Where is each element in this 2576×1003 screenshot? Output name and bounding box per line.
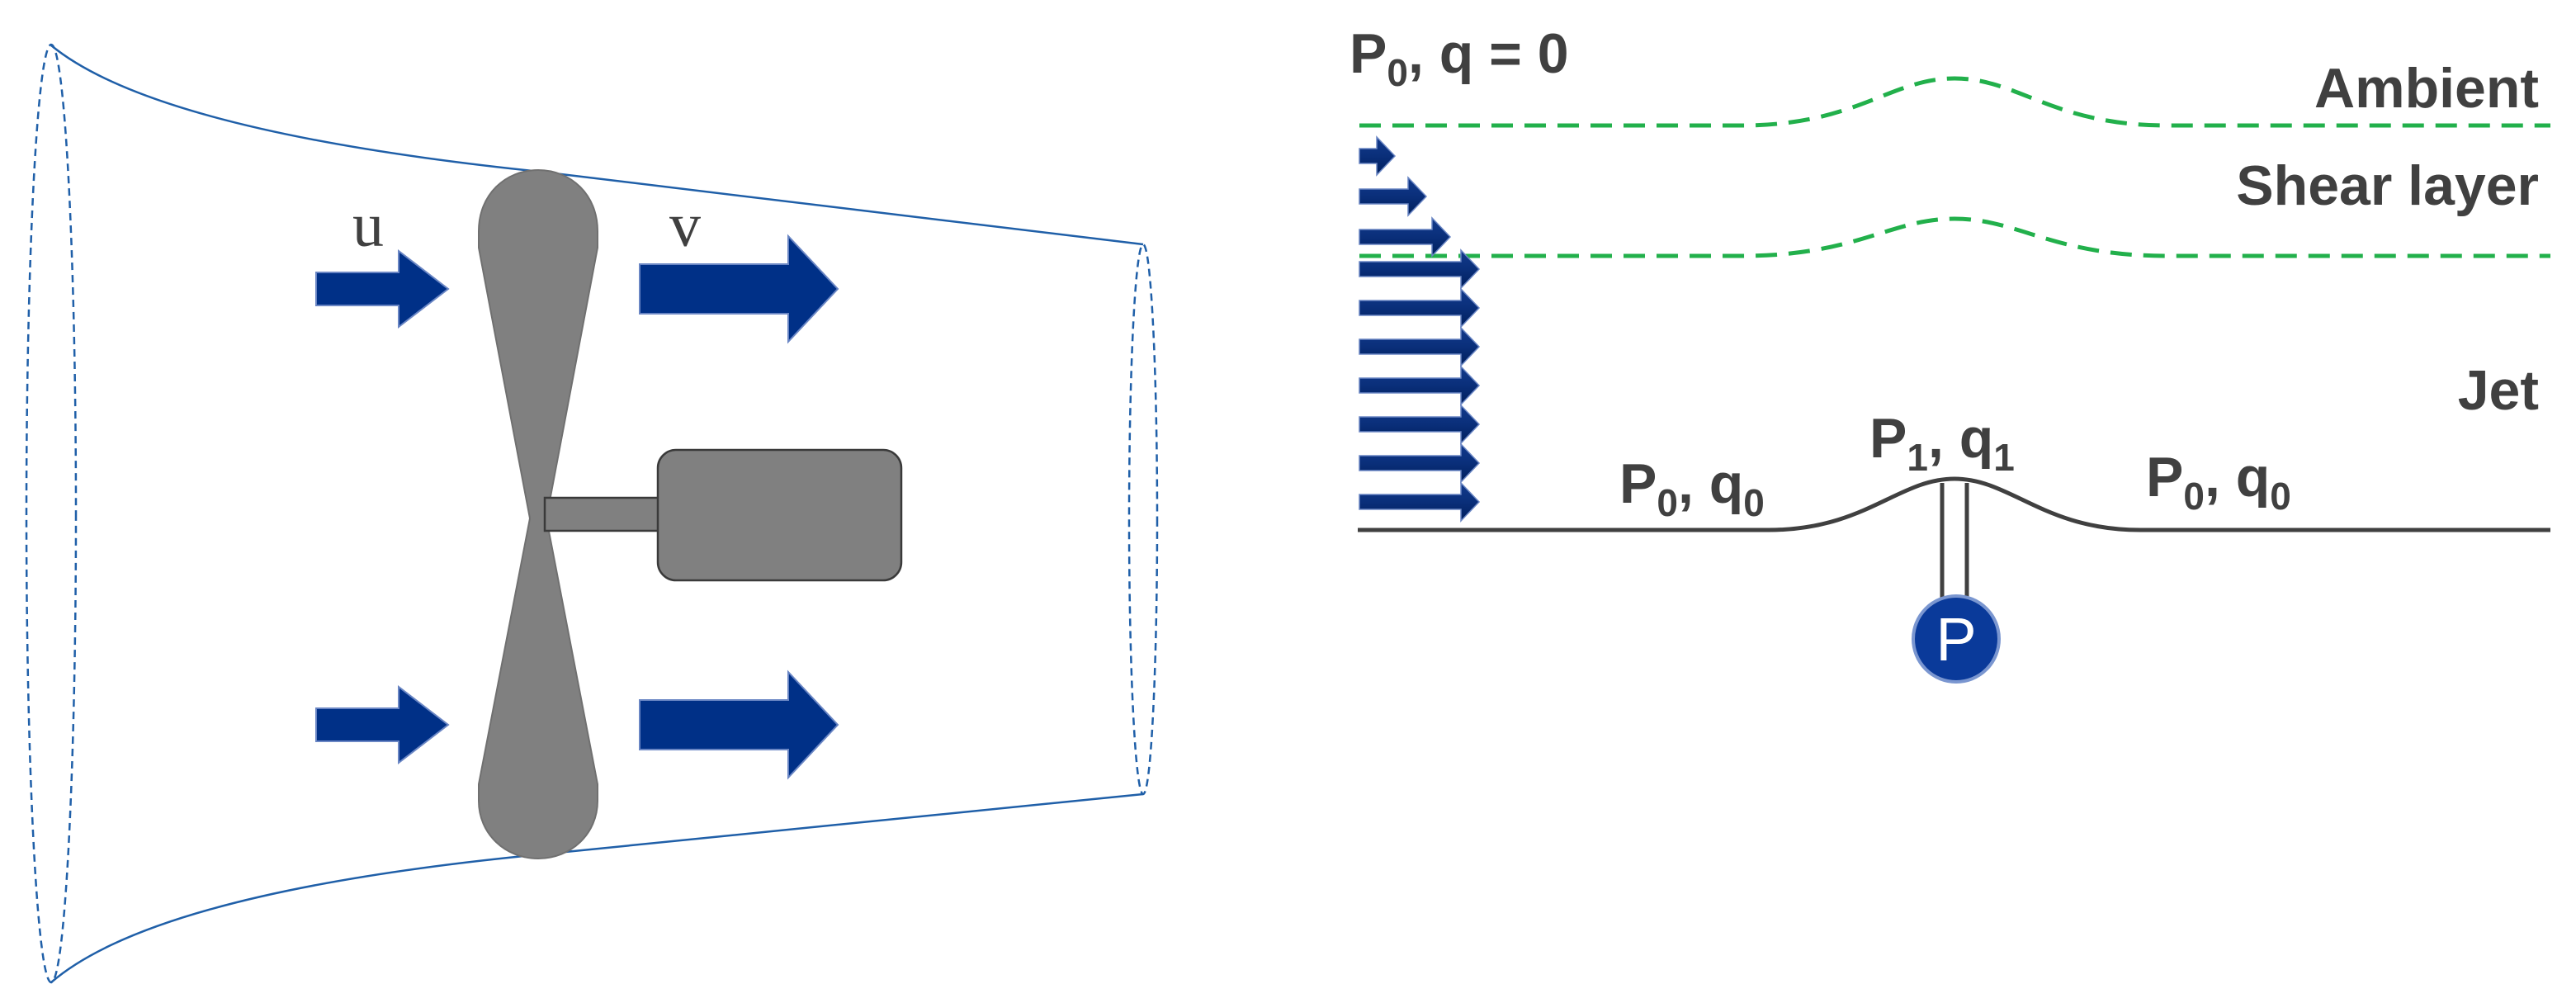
profile-arrow-4 [1359, 248, 1481, 290]
velocity-out-label: v [669, 191, 701, 260]
fan-blades [478, 168, 598, 860]
pressure-sensor-label: P [1936, 605, 1976, 674]
outflow-arrow-upper [639, 234, 839, 344]
outlet-cross-section [1127, 243, 1159, 796]
motor-shaft [543, 496, 662, 532]
point-label-downstream: P0, q0 [2146, 446, 2291, 518]
stream-tube-upper-boundary [50, 45, 1144, 246]
profile-arrow-5 [1359, 287, 1481, 329]
point-label-upstream: P0, q0 [1619, 452, 1765, 524]
profile-arrow-8 [1359, 404, 1481, 445]
profile-arrow-3 [1359, 216, 1452, 258]
velocity-in-label: u [352, 191, 384, 260]
inflow-arrow-lower [315, 684, 450, 765]
shear-layer-inner-boundary [1359, 216, 2550, 258]
profile-arrow-1 [1359, 135, 1397, 177]
region-label-ambient: Ambient [2314, 57, 2539, 120]
outflow-arrow-lower [639, 669, 839, 780]
profile-arrow-7 [1359, 365, 1481, 406]
region-label-shear-layer: Shear layer [2236, 154, 2539, 217]
velocity-profile [1359, 135, 1481, 523]
shear-layer-outer-boundary [1359, 76, 2550, 128]
region-label-jet: Jet [2458, 359, 2539, 422]
motor-body [656, 448, 903, 582]
jet-shear-layer-diagram: P P0, q = 0 Ambient Shear layer Jet P0, … [1349, 22, 2550, 684]
inlet-cross-section [25, 43, 78, 984]
profile-arrow-6 [1359, 326, 1481, 367]
profile-arrow-10 [1359, 481, 1481, 523]
point-label-probe: P1, q1 [1869, 407, 2015, 479]
pressure-sensor-badge: P [1912, 594, 2001, 684]
wall-surface [1358, 476, 2550, 532]
inflow-arrow-upper [315, 248, 450, 329]
fan-stream-tube-diagram: u v [25, 43, 1159, 984]
profile-arrow-2 [1359, 176, 1428, 217]
stream-tube-lower-boundary [50, 792, 1144, 983]
pressure-tap [1940, 483, 1969, 603]
ambient-condition-label: P0, q = 0 [1349, 22, 1569, 94]
profile-arrow-9 [1359, 442, 1481, 484]
